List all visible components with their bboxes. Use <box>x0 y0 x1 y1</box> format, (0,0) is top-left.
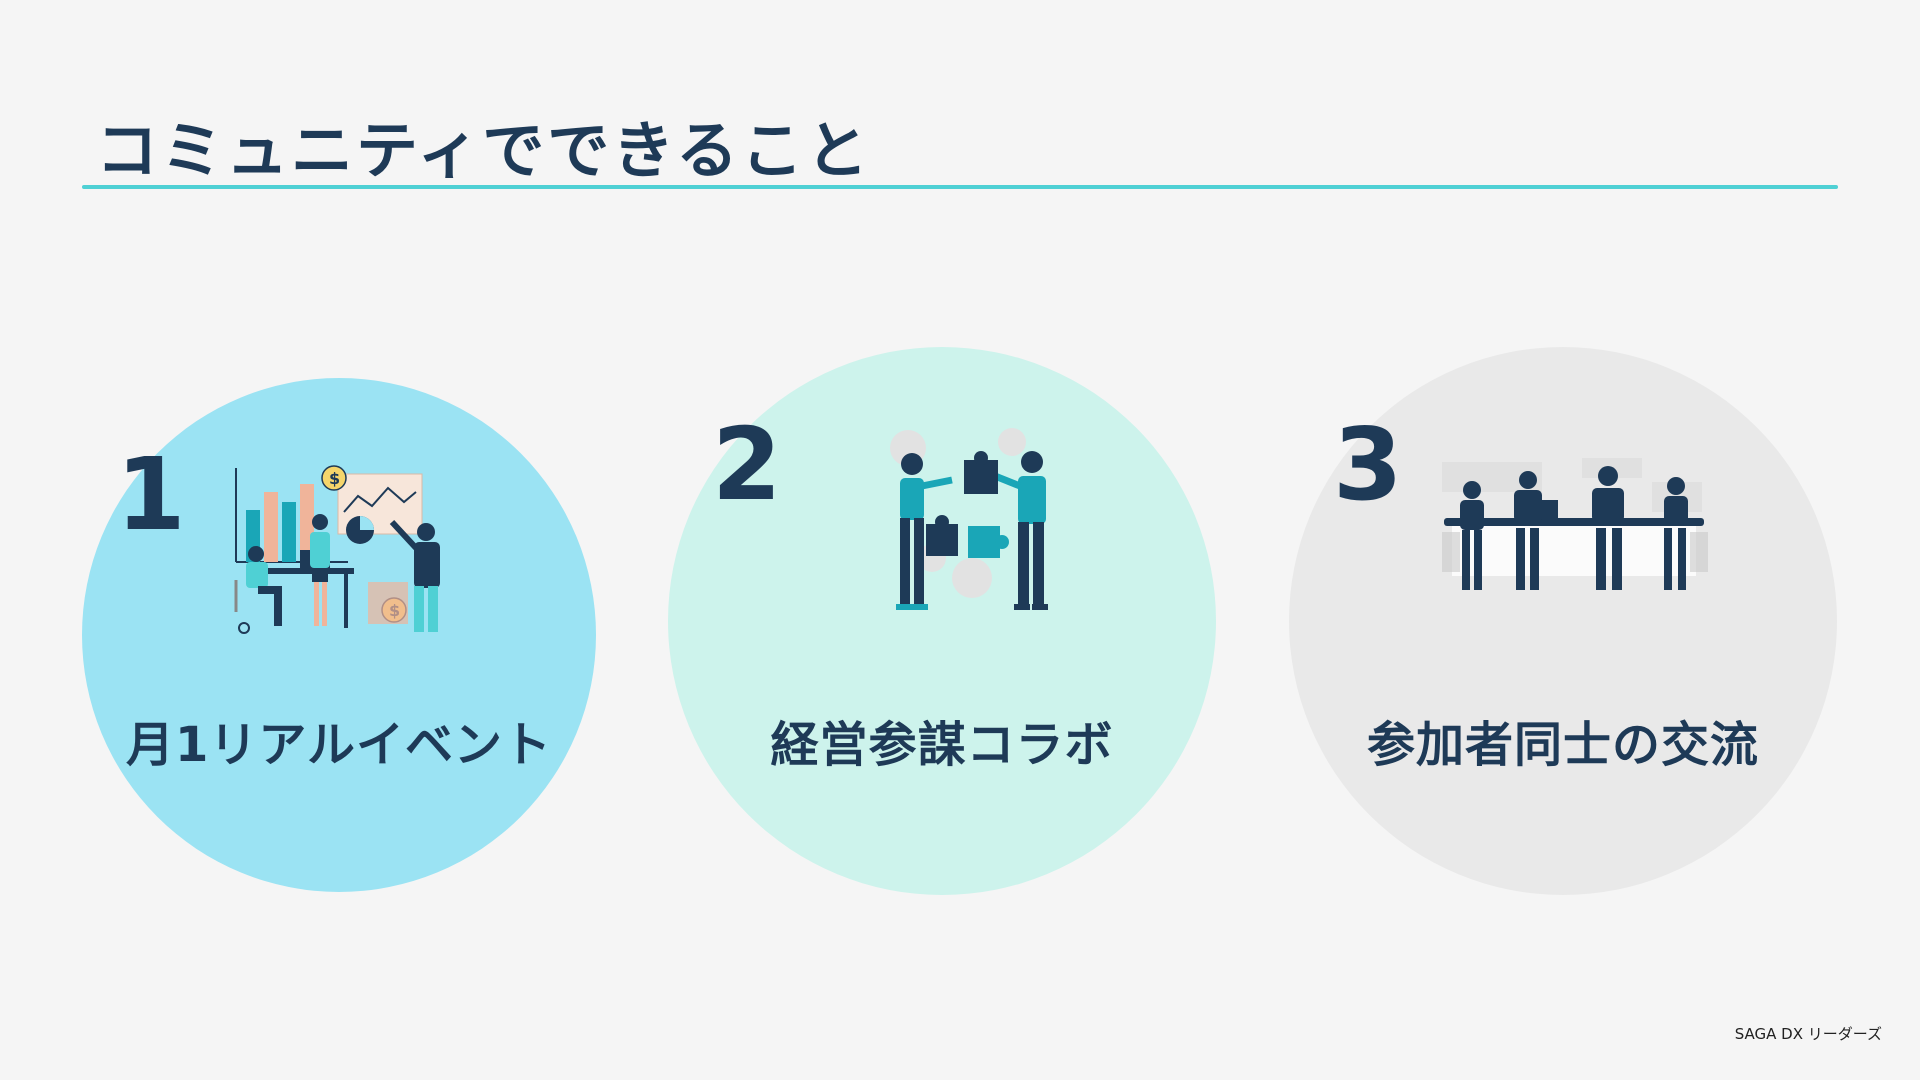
team-meeting-chart-illustration: $ $ <box>234 465 440 634</box>
page-title: コミュニティでできること <box>96 114 872 187</box>
item-2-circle <box>668 347 1216 895</box>
puzzle-collaboration-illustration <box>890 428 1048 610</box>
footer-brand: SAGA DX リーダーズ <box>1734 1025 1882 1043</box>
svg-text:$: $ <box>329 469 340 488</box>
item-1-number: 1 <box>116 436 186 553</box>
item-3-number: 3 <box>1333 406 1403 523</box>
item-2-number: 2 <box>712 406 782 523</box>
item-2-label: 経営参謀コラボ <box>770 717 1114 773</box>
group-discussion-illustration <box>1442 458 1708 590</box>
item-3-circle <box>1289 347 1837 895</box>
item-1-circle <box>82 378 596 892</box>
item-3-label: 参加者同士の交流 <box>1366 717 1759 773</box>
title-underline <box>82 185 1838 189</box>
item-1-label: 月1リアルイベント <box>126 717 552 773</box>
